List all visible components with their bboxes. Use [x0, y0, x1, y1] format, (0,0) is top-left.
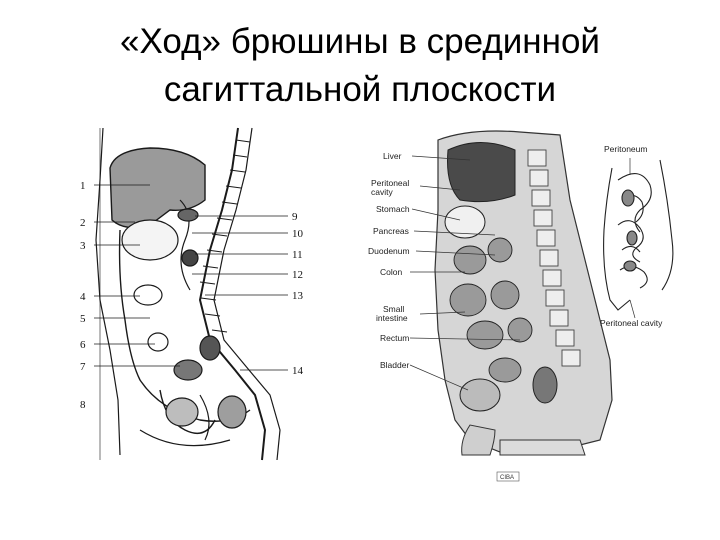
spine — [198, 127, 267, 461]
title-line-1: «Ход» брюшины в срединной — [120, 22, 600, 61]
num-6: 6 — [80, 339, 86, 351]
left-schematic — [95, 127, 281, 461]
inset-label-peritoneal-cavity: Peritoneal cavity — [600, 318, 663, 328]
liver-illustration — [447, 142, 516, 203]
num-10: 10 — [292, 228, 304, 240]
num-8: 8 — [80, 399, 86, 411]
publisher-stamp: CIBA — [500, 475, 514, 481]
label-small-line2: intestine — [376, 313, 408, 323]
label-rectum: Rectum — [380, 333, 409, 343]
label-peritoneal-line1: Peritoneal — [371, 178, 409, 188]
right-label-leaders — [409, 155, 521, 391]
num-11: 11 — [292, 249, 303, 261]
num-5: 5 — [80, 313, 86, 325]
num-4: 4 — [80, 291, 86, 303]
label-stomach: Stomach — [376, 204, 410, 214]
label-peritoneal-line2: cavity — [371, 187, 393, 197]
label-small-intestine: Small intestine — [376, 304, 408, 323]
num-3: 3 — [80, 240, 86, 252]
title-line-2: сагиттальной плоскости — [163, 70, 557, 109]
num-12: 12 — [292, 269, 303, 281]
label-liver: Liver — [383, 151, 402, 161]
num-13: 13 — [292, 290, 304, 302]
publisher-stamp-box — [496, 471, 520, 482]
peritoneum-line — [118, 229, 251, 422]
stomach-shape — [121, 219, 179, 261]
num-2: 2 — [80, 217, 86, 229]
label-colon: Colon — [380, 267, 402, 277]
label-bladder: Bladder — [380, 360, 409, 370]
left-leaders — [94, 184, 180, 367]
inset-peritoneum — [603, 159, 674, 311]
label-small-line1: Small — [383, 304, 404, 314]
label-pancreas: Pancreas — [373, 226, 409, 236]
label-duodenum: Duodenum — [368, 246, 410, 256]
vertebral-column — [527, 149, 581, 367]
num-7: 7 — [80, 361, 86, 373]
inset-cavity-leader — [629, 299, 636, 319]
right-leaders — [192, 215, 288, 371]
slide-title: «Ход» брюшины в срединной сагиттальной п… — [0, 18, 720, 114]
num-14: 14 — [292, 365, 304, 377]
num-9: 9 — [292, 211, 298, 223]
label-peritoneal-cavity: Peritoneal cavity — [371, 178, 412, 197]
inset-label-peritoneum: Peritoneum — [604, 144, 647, 154]
right-illustration — [434, 130, 613, 456]
num-1: 1 — [80, 180, 86, 192]
